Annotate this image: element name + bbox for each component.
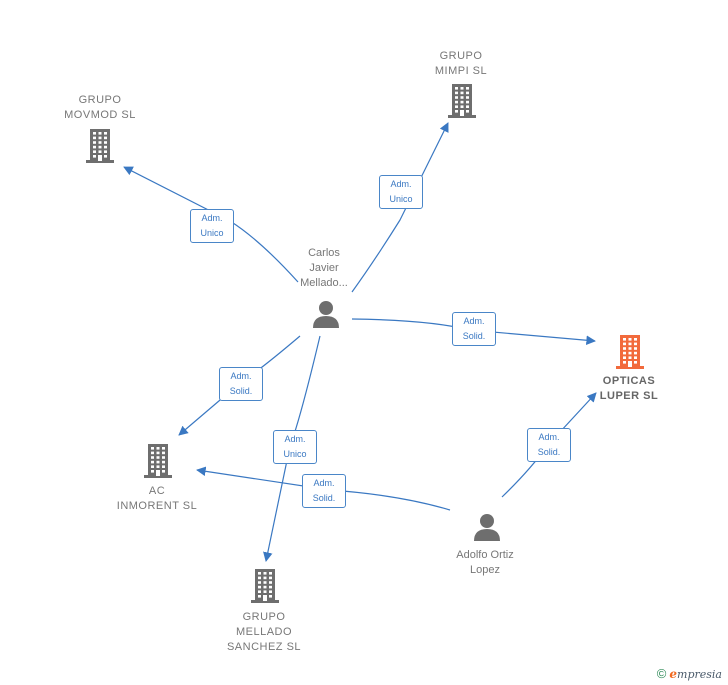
edge-label-carlos-mellado[interactable]: Adm. Unico	[273, 430, 317, 464]
node-label-movmod[interactable]: GRUPO MOVMOD SL	[64, 94, 136, 121]
building-icon[interactable]	[615, 335, 645, 374]
footer-brand: ©empresia	[657, 666, 722, 681]
edge-label-carlos-opticas[interactable]: Adm. Solid.	[452, 312, 496, 346]
brand-name: mpresia	[677, 668, 722, 681]
person-icon[interactable]	[311, 299, 341, 334]
edge-carlos-mimpi	[351, 122, 449, 293]
node-label-acinorent[interactable]: AC INMORENT SL	[116, 485, 198, 512]
edge-label-carlos-mimpi[interactable]: Adm. Unico	[379, 175, 423, 209]
building-icon[interactable]	[250, 569, 280, 608]
node-label-carlos[interactable]: Carlos Javier Mellado...	[300, 247, 348, 289]
person-icon[interactable]	[472, 512, 502, 547]
brand-initial: e	[669, 667, 678, 681]
node-label-mellado[interactable]: GRUPO MELLADO SANCHEZ SL	[226, 611, 302, 653]
building-icon[interactable]	[143, 444, 173, 483]
edge-label-carlos-acinorent[interactable]: Adm. Solid.	[219, 367, 263, 401]
node-label-opticas[interactable]: OPTICAS LUPER SL	[599, 375, 659, 402]
node-label-adolfo[interactable]: Adolfo Ortiz Lopez	[456, 549, 514, 576]
edge-label-carlos-movmod[interactable]: Adm. Unico	[190, 209, 234, 243]
building-icon[interactable]	[447, 84, 477, 123]
node-label-mimpi[interactable]: GRUPO MIMPI SL	[434, 50, 488, 77]
copyright-symbol: ©	[656, 666, 667, 681]
edge-label-adolfo-acinorent[interactable]: Adm. Solid.	[302, 474, 346, 508]
edge-label-adolfo-opticas[interactable]: Adm. Solid.	[527, 428, 571, 462]
building-icon[interactable]	[85, 129, 115, 168]
